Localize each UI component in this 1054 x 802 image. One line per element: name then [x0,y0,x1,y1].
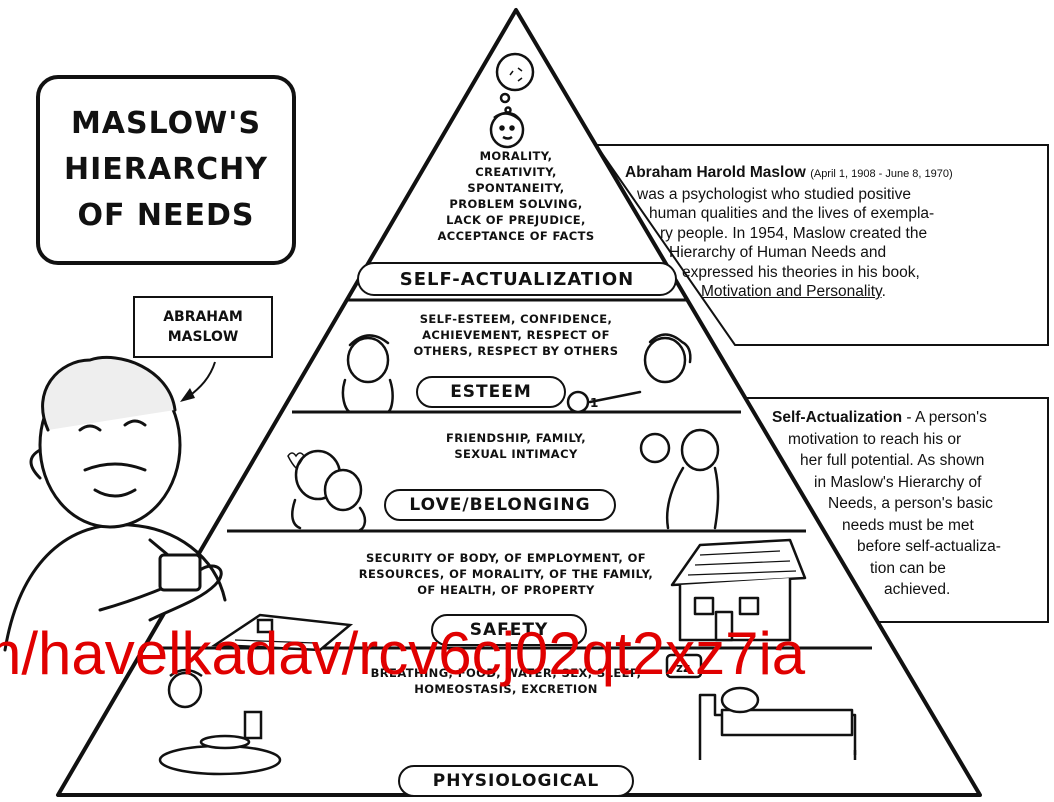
self-actualization-label: SELF-ACTUALIZATION [357,262,677,296]
need-text: PROBLEM SOLVING, [449,197,583,211]
need-text: HOMEOSTASIS, EXCRETION [414,682,598,696]
definition-line: motivation to reach his or [788,430,962,448]
maslow-character [3,355,227,652]
definition-term: Self-Actualization [772,409,903,426]
need-text: OF HEALTH, OF PROPERTY [417,583,595,597]
title-line: HIERARCHY [63,152,269,187]
safety-label: SAFETY [431,614,587,646]
maslow-label-line: MASLOW [167,329,239,345]
definition-line: Needs, a person's basic [828,495,993,512]
definition-line: needs must be met [842,516,974,534]
need-text: RESOURCES, OF MORALITY, OF THE FAMILY, [358,567,654,581]
maslow-label-line: ABRAHAM [163,309,243,325]
definition-text: Self-Actualization - A person's motivati… [772,407,1001,601]
title-line: OF NEEDS [77,198,255,233]
need-text: SELF-ESTEEM, CONFIDENCE, [419,312,613,326]
need-text: MORALITY, [479,149,553,163]
safety-house [670,538,807,642]
book-suffix: . [881,283,886,300]
bio-line: was a psychologist who studied positive [637,185,911,203]
title-box: MASLOW'S HIERARCHY OF NEEDS [36,75,296,265]
bio-line: ry people. In 1954, Maslow created the [660,224,928,242]
self-actualization-needs: MORALITY, CREATIVITY, SPONTANEITY, PROBL… [416,148,616,244]
book-title: Motivation and Personality [701,283,882,300]
esteem-figures [341,333,692,414]
need-text: OTHERS, RESPECT BY OTHERS [413,344,619,358]
bio-dates: (April 1, 1908 - June 8, 1970) [810,168,953,180]
pointer-arrow [187,361,216,398]
need-text: SEXUAL INTIMACY [454,447,578,461]
ribbon-icon: 1 [590,396,599,410]
definition-line: in Maslow's Hierarchy of [814,473,982,491]
bio-name: Abraham Harold Maslow [625,164,806,181]
definition-line: her full potential. As shown [800,452,985,469]
bio-text: Abraham Harold Maslow (April 1, 1908 - J… [625,163,953,302]
bio-panel [594,144,1049,346]
bio-line: Hierarchy of Human Needs and [669,244,887,261]
need-text: ACHIEVEMENT, RESPECT OF [422,328,610,342]
physiological-needs: BREATHING, FOOD, WATER, SEX, SLEEP, HOME… [356,665,656,697]
sleeping-figure [665,653,857,760]
definition-line: tion can be [870,559,946,577]
love-needs: FRIENDSHIP, FAMILY, SEXUAL INTIMACY [406,430,626,462]
title-line: MASLOW'S [70,106,262,141]
need-text: LACK OF PREJUDICE, [446,213,586,227]
definition-line: before self-actualiza- [857,538,1001,555]
esteem-needs: SELF-ESTEEM, CONFIDENCE, ACHIEVEMENT, RE… [386,311,646,359]
thinking-boy-figure [489,52,535,149]
safety-money [211,613,354,652]
bio-line: expressed his theories in his book, [682,263,920,281]
need-text: CREATIVITY, [475,165,557,179]
need-text: FRIENDSHIP, FAMILY, [446,431,586,445]
love-belonging-label: LOVE/BELONGING [384,489,616,521]
definition-line: - A person's [902,409,987,426]
physiological-label: PHYSIOLOGICAL [398,765,634,797]
eating-boy-figure [158,668,282,776]
watermark-text: n/havelkadav/rcv6cj02qt2xz7ia [0,620,806,687]
esteem-label: ESTEEM [416,376,566,408]
need-text: ACCEPTANCE OF FACTS [437,229,595,243]
bio-line: human qualities and the lives of exempla… [649,205,935,222]
need-text: BREATHING, FOOD, WATER, SEX, SLEEP, [370,666,642,680]
definition-line: achieved. [884,581,951,598]
need-text: SPONTANEITY, [467,181,565,195]
maslow-name-label: ABRAHAM MASLOW [133,296,273,358]
love-figures [287,428,720,532]
sleep-zz-icon: zz [676,661,690,675]
pointer-arrowhead [180,388,195,402]
safety-needs: SECURITY OF BODY, OF EMPLOYMENT, OF RESO… [306,550,706,598]
need-text: SECURITY OF BODY, OF EMPLOYMENT, OF [365,551,647,565]
